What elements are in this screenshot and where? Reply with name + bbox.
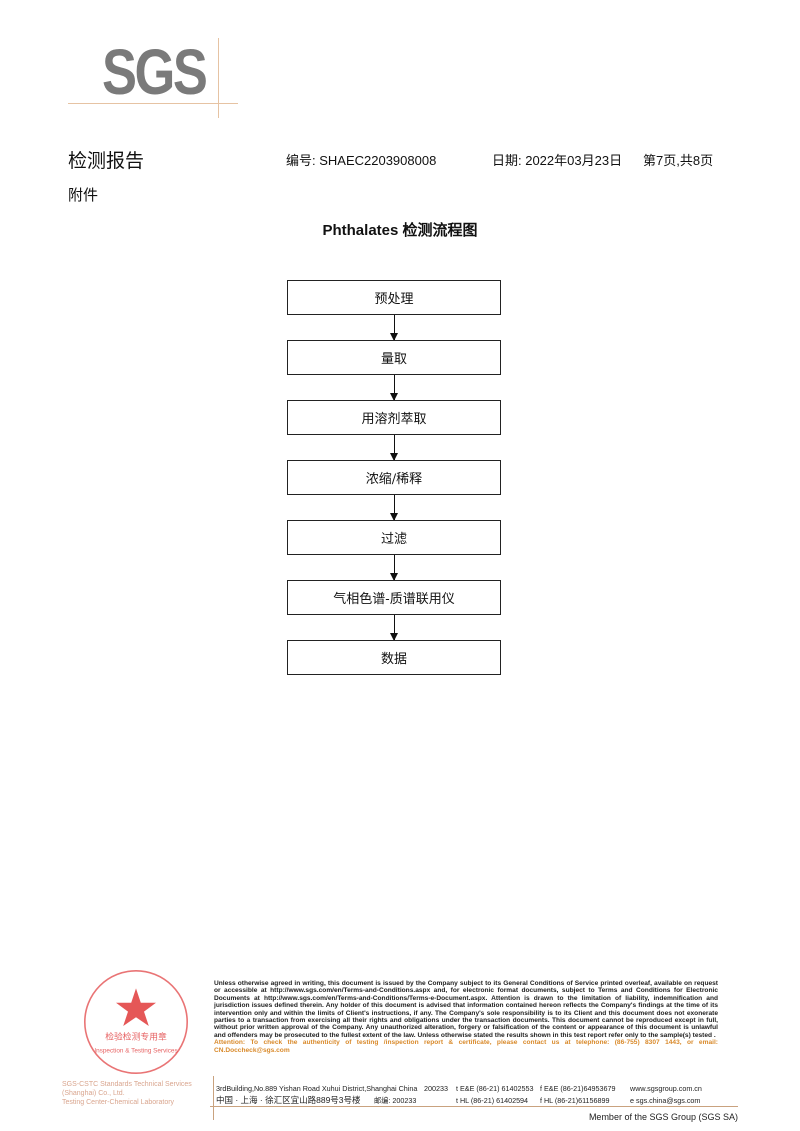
company-lab: Testing Center-Chemical Laboratory: [62, 1099, 175, 1106]
page-number: 第7页,共8页: [643, 153, 714, 168]
logo-divider-vertical: [218, 38, 219, 118]
company-name: SGS-CSTC Standards Technical Services (S…: [62, 1081, 192, 1097]
flow-step: 气相色谱-质谱联用仪: [287, 580, 501, 615]
disclaimer: Unless otherwise agreed in writing, this…: [214, 980, 718, 1054]
member-note: Member of the SGS Group (SGS SA): [588, 1112, 738, 1122]
report-title: 检测报告: [68, 151, 145, 172]
arrow-down-icon: [390, 495, 398, 521]
arrow-down-icon: [390, 615, 398, 641]
attachment-label: 附件: [68, 187, 99, 204]
report-date: 日期: 2022年03月23日: [492, 153, 623, 168]
flow-step: 浓缩/稀释: [287, 460, 501, 495]
attention-text: Attention: To check the authenticity of …: [214, 1039, 718, 1054]
disclaimer-text: Unless otherwise agreed in writing, this…: [214, 980, 718, 1039]
footer-divider-vertical: [213, 1076, 214, 1120]
logo-divider: [68, 103, 238, 104]
tel-ee: t E&E (86-21) 61402553: [456, 1084, 534, 1093]
address-en: 3rdBuilding,No.889 Yishan Road Xuhui Dis…: [216, 1084, 418, 1093]
fax-ee: f E&E (86-21)64953679: [540, 1084, 616, 1093]
flow-step: 数据: [287, 640, 501, 675]
stamp-caption: SGS-CSTC Standards Technical Services (S…: [62, 1080, 202, 1107]
flow-step: 用溶剂萃取: [287, 400, 501, 435]
arrow-down-icon: [390, 315, 398, 341]
report-number: 编号: SHAEC2203908008: [286, 153, 437, 168]
flow-step: 量取: [287, 340, 501, 375]
tel-hl: t HL (86-21) 61402594: [456, 1096, 529, 1105]
email: e sgs.china@sgs.com: [630, 1096, 701, 1105]
flow-step: 预处理: [287, 280, 501, 315]
arrow-down-icon: [390, 435, 398, 461]
sgs-logo: SGS: [102, 36, 208, 108]
svg-text:检验检测专用章: 检验检测专用章: [105, 1031, 167, 1043]
address-cn: 中国 · 上海 · 徐汇区宜山路889号3号楼: [216, 1095, 361, 1105]
website: www.sgsgroup.com.cn: [630, 1084, 702, 1093]
flow-step: 过滤: [287, 520, 501, 555]
svg-text:Inspection & Testing Services: Inspection & Testing Services: [94, 1047, 177, 1054]
postcode-cn: 邮编: 200233: [374, 1096, 417, 1105]
postcode-en: 200233: [424, 1084, 448, 1093]
footer-divider: [210, 1106, 738, 1107]
arrow-down-icon: [390, 555, 398, 581]
fax-hl: f HL (86-21)61156899: [540, 1096, 610, 1105]
company-stamp: 检验检测专用章 Inspection & Testing Services: [84, 970, 188, 1074]
flowchart-title: Phthalates 检测流程图: [322, 222, 478, 239]
arrow-down-icon: [390, 375, 398, 401]
